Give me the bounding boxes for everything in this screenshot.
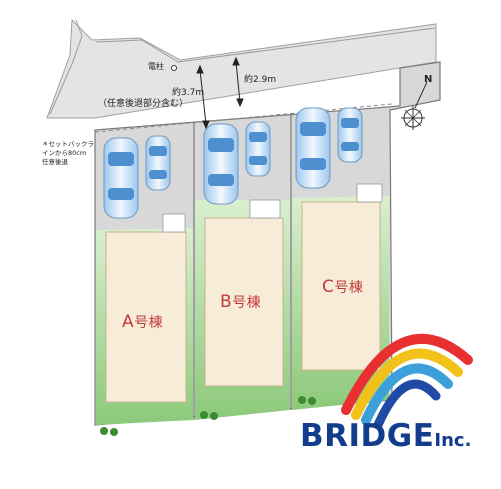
logo-name: BRIDGE <box>300 418 435 454</box>
building-b <box>204 217 284 387</box>
lot-b-letter: B <box>220 292 233 312</box>
porch-a <box>162 213 186 233</box>
car-a1 <box>103 137 139 219</box>
lot-a-label: A号棟 <box>122 312 163 332</box>
setback-note-line-2: インから80cm <box>42 149 87 157</box>
porch-b <box>249 199 281 219</box>
road-edge-top <box>95 27 436 63</box>
lot-c-suffix: 号棟 <box>334 280 364 296</box>
lot-b-label: B号棟 <box>220 292 261 312</box>
utility-pole-marker <box>171 65 177 71</box>
building-a <box>105 231 187 403</box>
setback-sub-label: （任意後退部分含む） <box>98 99 189 109</box>
road <box>46 18 437 119</box>
utility-pole-label: 電柱 <box>148 62 164 71</box>
building-c <box>301 201 381 371</box>
lot-c-label: C号棟 <box>322 277 363 297</box>
setback-note-line-3: 任意後退 <box>42 158 68 166</box>
road-width-label: 約2.9m <box>244 75 277 85</box>
setback-main-label: 約3.7m <box>172 88 205 98</box>
car-b2 <box>245 121 271 177</box>
dimension-2-9m <box>232 56 244 108</box>
dimension-3-7m <box>196 64 210 130</box>
car-b1 <box>203 123 239 205</box>
north-label: N <box>424 74 433 85</box>
setback-note-line-1: ＊セットバックラ <box>42 140 94 148</box>
bridge-logo-text: BRIDGEInc. <box>300 418 471 454</box>
lot-b-suffix: 号棟 <box>232 295 262 311</box>
bridge-logo-arches <box>341 333 473 430</box>
car-c2 <box>337 107 363 163</box>
north-compass-icon <box>401 81 428 130</box>
porch-c <box>356 183 383 203</box>
car-a2 <box>145 135 171 191</box>
car-c1 <box>295 107 331 189</box>
lot-c-letter: C <box>322 277 335 297</box>
shrubs <box>100 396 316 436</box>
road-edge <box>49 19 83 115</box>
lot-a-letter: A <box>122 312 135 332</box>
logo-suffix: Inc. <box>434 430 472 451</box>
lot-a-suffix: 号棟 <box>134 315 164 331</box>
